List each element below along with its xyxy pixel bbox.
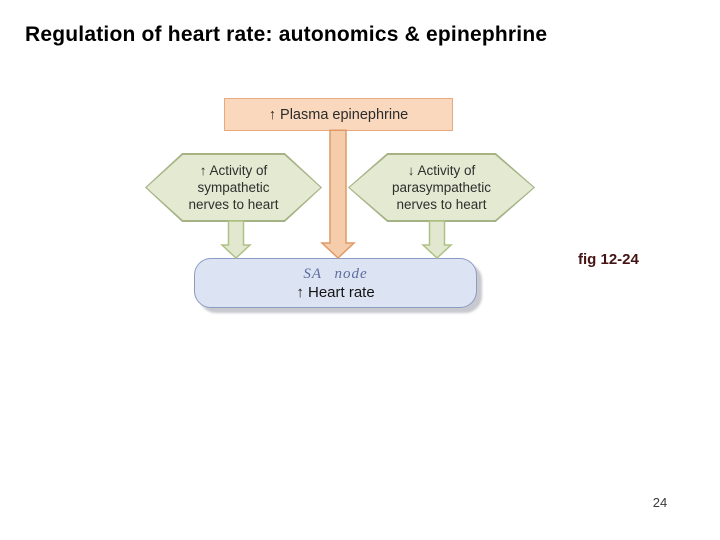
sympathetic-hexagon-label: ↑ Activity of sympathetic nerves to hear…: [188, 163, 279, 212]
parasympathetic-hexagon-fill: [349, 154, 534, 221]
figure-caption: fig 12-24: [578, 251, 639, 268]
slide-title: Regulation of heart rate: autonomics & e…: [25, 23, 548, 46]
parasympathetic-hexagon: ↓ Activity of parasympathetic nerves to …: [348, 153, 535, 222]
down-arrow-green-left-icon: [220, 220, 252, 260]
parasympathetic-hexagon-label: ↓ Activity of parasympathetic nerves to …: [391, 163, 492, 212]
down-arrow-green-right-icon: [421, 220, 453, 260]
plasma-epinephrine-label: ↑ Plasma epinephrine: [268, 106, 409, 123]
plasma-epinephrine-box: ↑ Plasma epinephrine: [224, 98, 453, 131]
sa-node-box: SA node ↑ Heart rate: [194, 258, 477, 308]
heart-rate-label: ↑ Heart rate: [296, 283, 375, 301]
sa-node-label: SA node: [303, 265, 368, 282]
sympathetic-hexagon-fill: [146, 154, 321, 221]
sympathetic-hexagon: ↑ Activity of sympathetic nerves to hear…: [145, 153, 322, 222]
page-number: 24: [652, 495, 668, 510]
